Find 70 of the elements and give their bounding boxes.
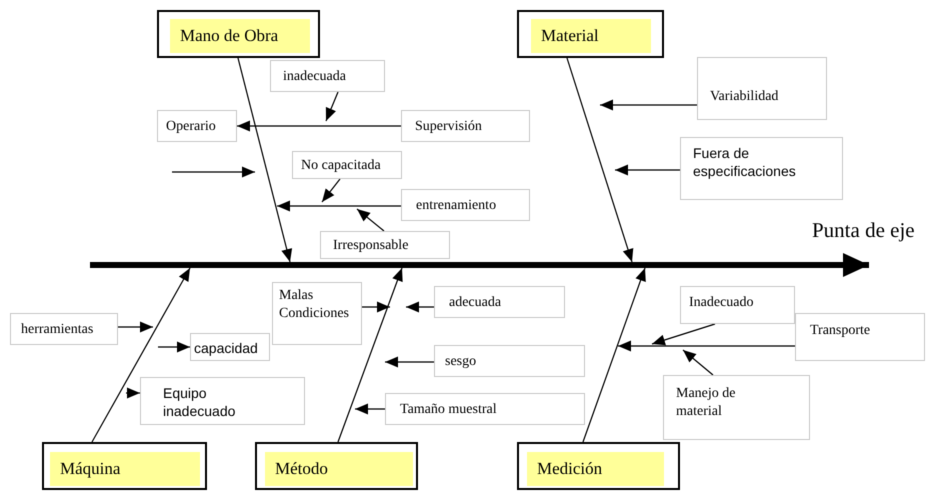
cause-label: No capacitada <box>301 157 381 175</box>
cause-box <box>680 286 795 324</box>
cause-box <box>320 231 450 259</box>
arrow <box>566 58 634 262</box>
arrow <box>118 322 153 332</box>
cause-label: Variabilidad <box>710 88 778 106</box>
category-label: Máquina <box>50 452 200 486</box>
category-box <box>157 10 320 58</box>
arrow <box>126 388 140 398</box>
arrow <box>682 350 714 376</box>
cause-box <box>272 282 362 345</box>
cause-label: Malas Condiciones <box>279 287 350 323</box>
cause-box <box>697 57 827 120</box>
cause-box <box>680 137 843 200</box>
cause-label: capacidad <box>194 339 259 357</box>
cause-label: Inadecuado <box>689 294 754 312</box>
cause-box <box>190 333 270 361</box>
cause-box <box>401 110 530 142</box>
cause-box <box>140 377 305 425</box>
cause-box <box>10 313 118 345</box>
cause-label: Manejo de material <box>676 385 736 421</box>
cause-label: Supervisión <box>415 118 482 136</box>
arrow <box>356 208 384 232</box>
arrow <box>337 268 403 442</box>
arrow <box>237 120 401 132</box>
arrow <box>355 404 385 414</box>
category-label: Material <box>531 19 651 53</box>
cause-label: Tamaño muestral <box>400 401 497 419</box>
arrow <box>362 302 390 312</box>
arrow <box>91 268 191 442</box>
arrow <box>406 302 434 312</box>
cause-label: Equipo inadecuado <box>163 384 236 420</box>
cause-box <box>157 110 237 142</box>
cause-label: Transporte <box>810 322 870 340</box>
cause-box <box>385 393 585 425</box>
cause-label: entrenamiento <box>416 197 496 215</box>
cause-label: Irresponsable <box>333 237 408 255</box>
arrow <box>237 58 292 262</box>
arrow <box>582 268 646 442</box>
cause-label: Operario <box>166 118 216 136</box>
arrow <box>277 200 401 212</box>
category-box <box>255 442 418 490</box>
category-box <box>517 442 680 490</box>
cause-box <box>663 375 810 440</box>
arrow <box>600 100 697 110</box>
arrow <box>322 178 340 202</box>
arrow <box>615 164 680 176</box>
spine-arrow <box>90 253 869 277</box>
category-label: Mano de Obra <box>170 19 310 53</box>
cause-label: inadecuada <box>283 68 346 86</box>
arrow <box>618 340 795 352</box>
category-box <box>42 442 207 490</box>
cause-box <box>434 345 585 377</box>
cause-box <box>434 286 565 318</box>
effect-label: Punta de eje <box>812 218 915 243</box>
arrow <box>652 323 716 346</box>
cause-label: adecuada <box>449 294 502 312</box>
cause-box <box>401 189 530 221</box>
category-label: Medición <box>527 452 664 486</box>
arrow <box>325 92 339 122</box>
cause-label: sesgo <box>445 353 476 371</box>
cause-box <box>270 60 385 92</box>
cause-box <box>795 313 925 361</box>
arrow <box>158 342 190 352</box>
cause-label: Fuera de especificaciones <box>693 144 797 180</box>
category-label: Método <box>265 452 413 486</box>
category-box <box>517 10 664 58</box>
cause-box <box>292 151 402 179</box>
arrow <box>385 356 434 368</box>
cause-label: herramientas <box>21 321 94 339</box>
